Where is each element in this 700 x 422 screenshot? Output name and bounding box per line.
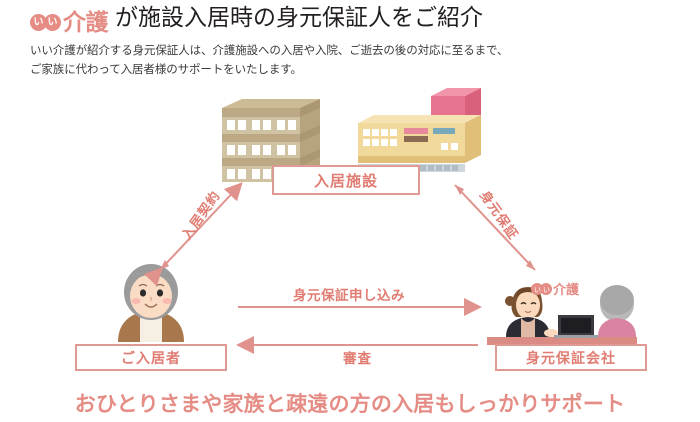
node-guarantee-company[interactable]: 身元保証会社 [495,344,647,371]
svg-text:介護: 介護 [552,282,580,297]
page-subtitle-line-1: いい介護が紹介する身元保証人は、介護施設への入居や入院、ご逝去の後の対応に至るま… [30,45,509,57]
page-title: い い 介護 が施設入居時の身元保証人をご紹介 [30,6,483,34]
arrow-guarantee [454,184,536,271]
care-home-building-illustration [358,88,481,172]
logo-circle-2: い [44,14,61,31]
node-resident[interactable]: ご入居者 [75,344,227,371]
footer-tagline: おひとりさまや家族と疎遠の方の入居もしっかりサポート [74,393,626,416]
node-facility[interactable]: 入居施設 [272,165,420,195]
logo-word: 介護 [63,9,109,35]
page-subtitle-line-2: ご家族に代わって入居者様のサポートをいたします。 [30,63,302,76]
photo-brand-logo: い い 介護 [531,282,580,297]
page-subtitle: いい介護が紹介する身元保証人は、介護施設への入居や入院、ご逝去の後の対応に至るま… [30,42,590,80]
consultation-photo-illustration: い い 介護 [487,281,637,345]
page-title-text: が施設入居時の身元保証人をご紹介 [115,4,483,30]
logo-circles: い い [30,14,61,31]
svg-text:い: い [534,286,541,294]
svg-text:い: い [543,286,550,294]
elderly-resident-illustration [118,264,184,342]
arrow-contract [143,182,243,287]
brand-logo: い い 介護 [30,9,109,35]
logo-circle-1: い [30,14,47,31]
apartment-building-illustration [222,99,320,182]
edge-label-application: 身元保証申し込み [293,288,405,303]
edge-label-screening: 審査 [343,351,372,366]
